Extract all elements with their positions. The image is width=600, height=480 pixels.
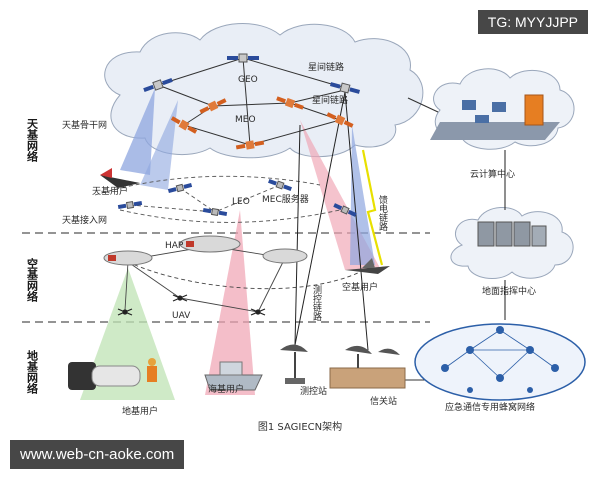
satellite-icon — [329, 82, 361, 94]
label-ground-users: 地基用户 — [122, 405, 158, 417]
hap-airships — [103, 235, 308, 266]
layer-label-ground: 地基网络 — [26, 349, 40, 394]
gateway-station-icon — [329, 345, 406, 389]
label-meo: MEO — [235, 115, 256, 125]
uav-drones — [117, 294, 266, 316]
layer-labels: 天基网络 空基网络 地基网络 — [26, 118, 40, 394]
label-space-backbone: 天基骨干网 — [62, 119, 107, 131]
label-tt-station: 测控站 — [300, 385, 327, 397]
satellite-icon — [143, 77, 173, 93]
meo-satellites — [170, 96, 354, 150]
access-links — [94, 175, 341, 223]
ground-command-center-icon — [477, 221, 547, 247]
label-sea-users: 海基用户 — [208, 383, 244, 395]
space-user-aircraft-icon — [100, 168, 140, 188]
label-inter-sat-link-1: 星间链路 — [308, 61, 344, 73]
leo-satellites — [117, 179, 357, 217]
geo-satellite-icon — [227, 53, 259, 63]
tt-station-dish-icon — [280, 344, 308, 384]
space-cloud — [104, 23, 424, 159]
label-cellular-net: 应急通信专用蜂窝网络 — [445, 401, 535, 413]
label-space-users: 天基用户 — [92, 185, 128, 197]
label-cloud-center: 云计算中心 — [470, 168, 515, 180]
layer-label-space: 天基网络 — [26, 118, 40, 162]
label-feeder-link: 馈电链路 — [377, 194, 388, 232]
air-user-plane-icon — [345, 258, 390, 274]
rescue-worker-icon — [147, 358, 157, 382]
label-mec-server: MEC服务器 — [262, 193, 309, 205]
figure-caption: 图1 SAGIECN架构 — [258, 420, 342, 433]
center-links — [405, 97, 506, 381]
label-geo: GEO — [238, 75, 258, 85]
label-hap: HAP — [165, 241, 184, 251]
label-mt-link: 测控链路 — [311, 285, 322, 322]
watermark-bottom: www.web-cn-aoke.com — [10, 440, 185, 469]
label-ground-command: 地面指挥中心 — [482, 285, 536, 297]
cellular-network — [414, 323, 586, 401]
label-inter-sat-link-2: 星间链路 — [312, 94, 348, 106]
label-gateway-station: 信关站 — [370, 395, 397, 407]
label-uav: UAV — [172, 311, 191, 321]
train-icon — [68, 362, 141, 390]
ground-station-links — [294, 91, 384, 351]
layer-label-air: 空基网络 — [26, 257, 40, 302]
ship-icon — [204, 361, 263, 391]
cloud-computing-center-icon — [430, 94, 560, 140]
label-leo: LEO — [232, 197, 250, 207]
watermark-top: TG: MYYJJPP — [477, 10, 588, 34]
label-air-users: 空基用户 — [342, 281, 378, 293]
label-space-access: 天基接入网 — [62, 214, 107, 226]
